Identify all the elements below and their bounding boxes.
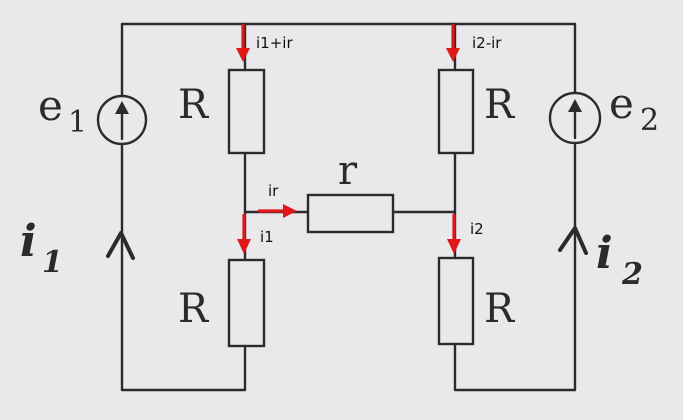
label-current-lower-right: i2 bbox=[470, 220, 484, 238]
label-current-middle: ir bbox=[268, 182, 279, 200]
current-arrows bbox=[236, 24, 461, 254]
arrow-top-left-head-icon bbox=[236, 48, 250, 62]
label-current-lower-left: i1 bbox=[260, 228, 274, 246]
source-right-arrow-head bbox=[568, 99, 582, 112]
label-current-top-right: i2-ir bbox=[472, 34, 502, 52]
bottom-left-wire bbox=[120, 344, 247, 392]
arrow-top-right-head-icon bbox=[446, 48, 460, 62]
label-source-left-index: 1 bbox=[68, 105, 87, 140]
source-left-circle bbox=[96, 94, 148, 146]
label-source-left: e 1 bbox=[38, 81, 87, 140]
label-source-right-letter: e bbox=[609, 79, 634, 128]
label-current-left-index: 1 bbox=[42, 245, 63, 280]
label-current-left-letter: i bbox=[20, 216, 37, 267]
arrow-lower-left-head-icon bbox=[237, 239, 251, 254]
arrow-lower-right-head-icon bbox=[447, 239, 461, 254]
resistor-bottom-right bbox=[437, 256, 475, 346]
handwritten-arrow-right-icon bbox=[558, 226, 588, 255]
source-right bbox=[548, 91, 602, 145]
label-current-right-index: 2 bbox=[621, 257, 643, 292]
label-resistor-bottom-right: R bbox=[484, 286, 516, 332]
resistor-bottom-left bbox=[227, 258, 266, 348]
label-current-right-letter: i bbox=[596, 228, 613, 279]
resistors bbox=[227, 68, 475, 348]
circuit-wires bbox=[120, 22, 577, 392]
label-current-right-handwritten: i 2 bbox=[596, 228, 643, 292]
top-wire bbox=[120, 22, 577, 98]
label-source-right-index: 2 bbox=[640, 103, 659, 138]
label-source-right: e 2 bbox=[609, 79, 659, 138]
label-resistor-middle: r bbox=[338, 148, 358, 194]
handwritten-arrow-left-icon bbox=[106, 231, 135, 260]
source-right-circle bbox=[548, 91, 602, 145]
source-left-arrow-head bbox=[115, 101, 129, 114]
bottom-right-wire bbox=[453, 342, 577, 392]
label-current-left-handwritten: i 1 bbox=[20, 216, 63, 280]
resistor-top-right bbox=[437, 68, 475, 155]
resistor-top-left bbox=[227, 68, 266, 155]
label-resistor-top-right: R bbox=[484, 82, 516, 128]
label-current-top-left: i1+ir bbox=[256, 34, 293, 52]
label-source-left-letter: e bbox=[38, 81, 63, 130]
source-left bbox=[96, 94, 148, 146]
label-resistor-top-left: R bbox=[178, 82, 210, 128]
label-resistor-bottom-left: R bbox=[178, 286, 210, 332]
resistor-middle bbox=[306, 193, 395, 234]
arrow-middle-head-icon bbox=[283, 204, 297, 218]
